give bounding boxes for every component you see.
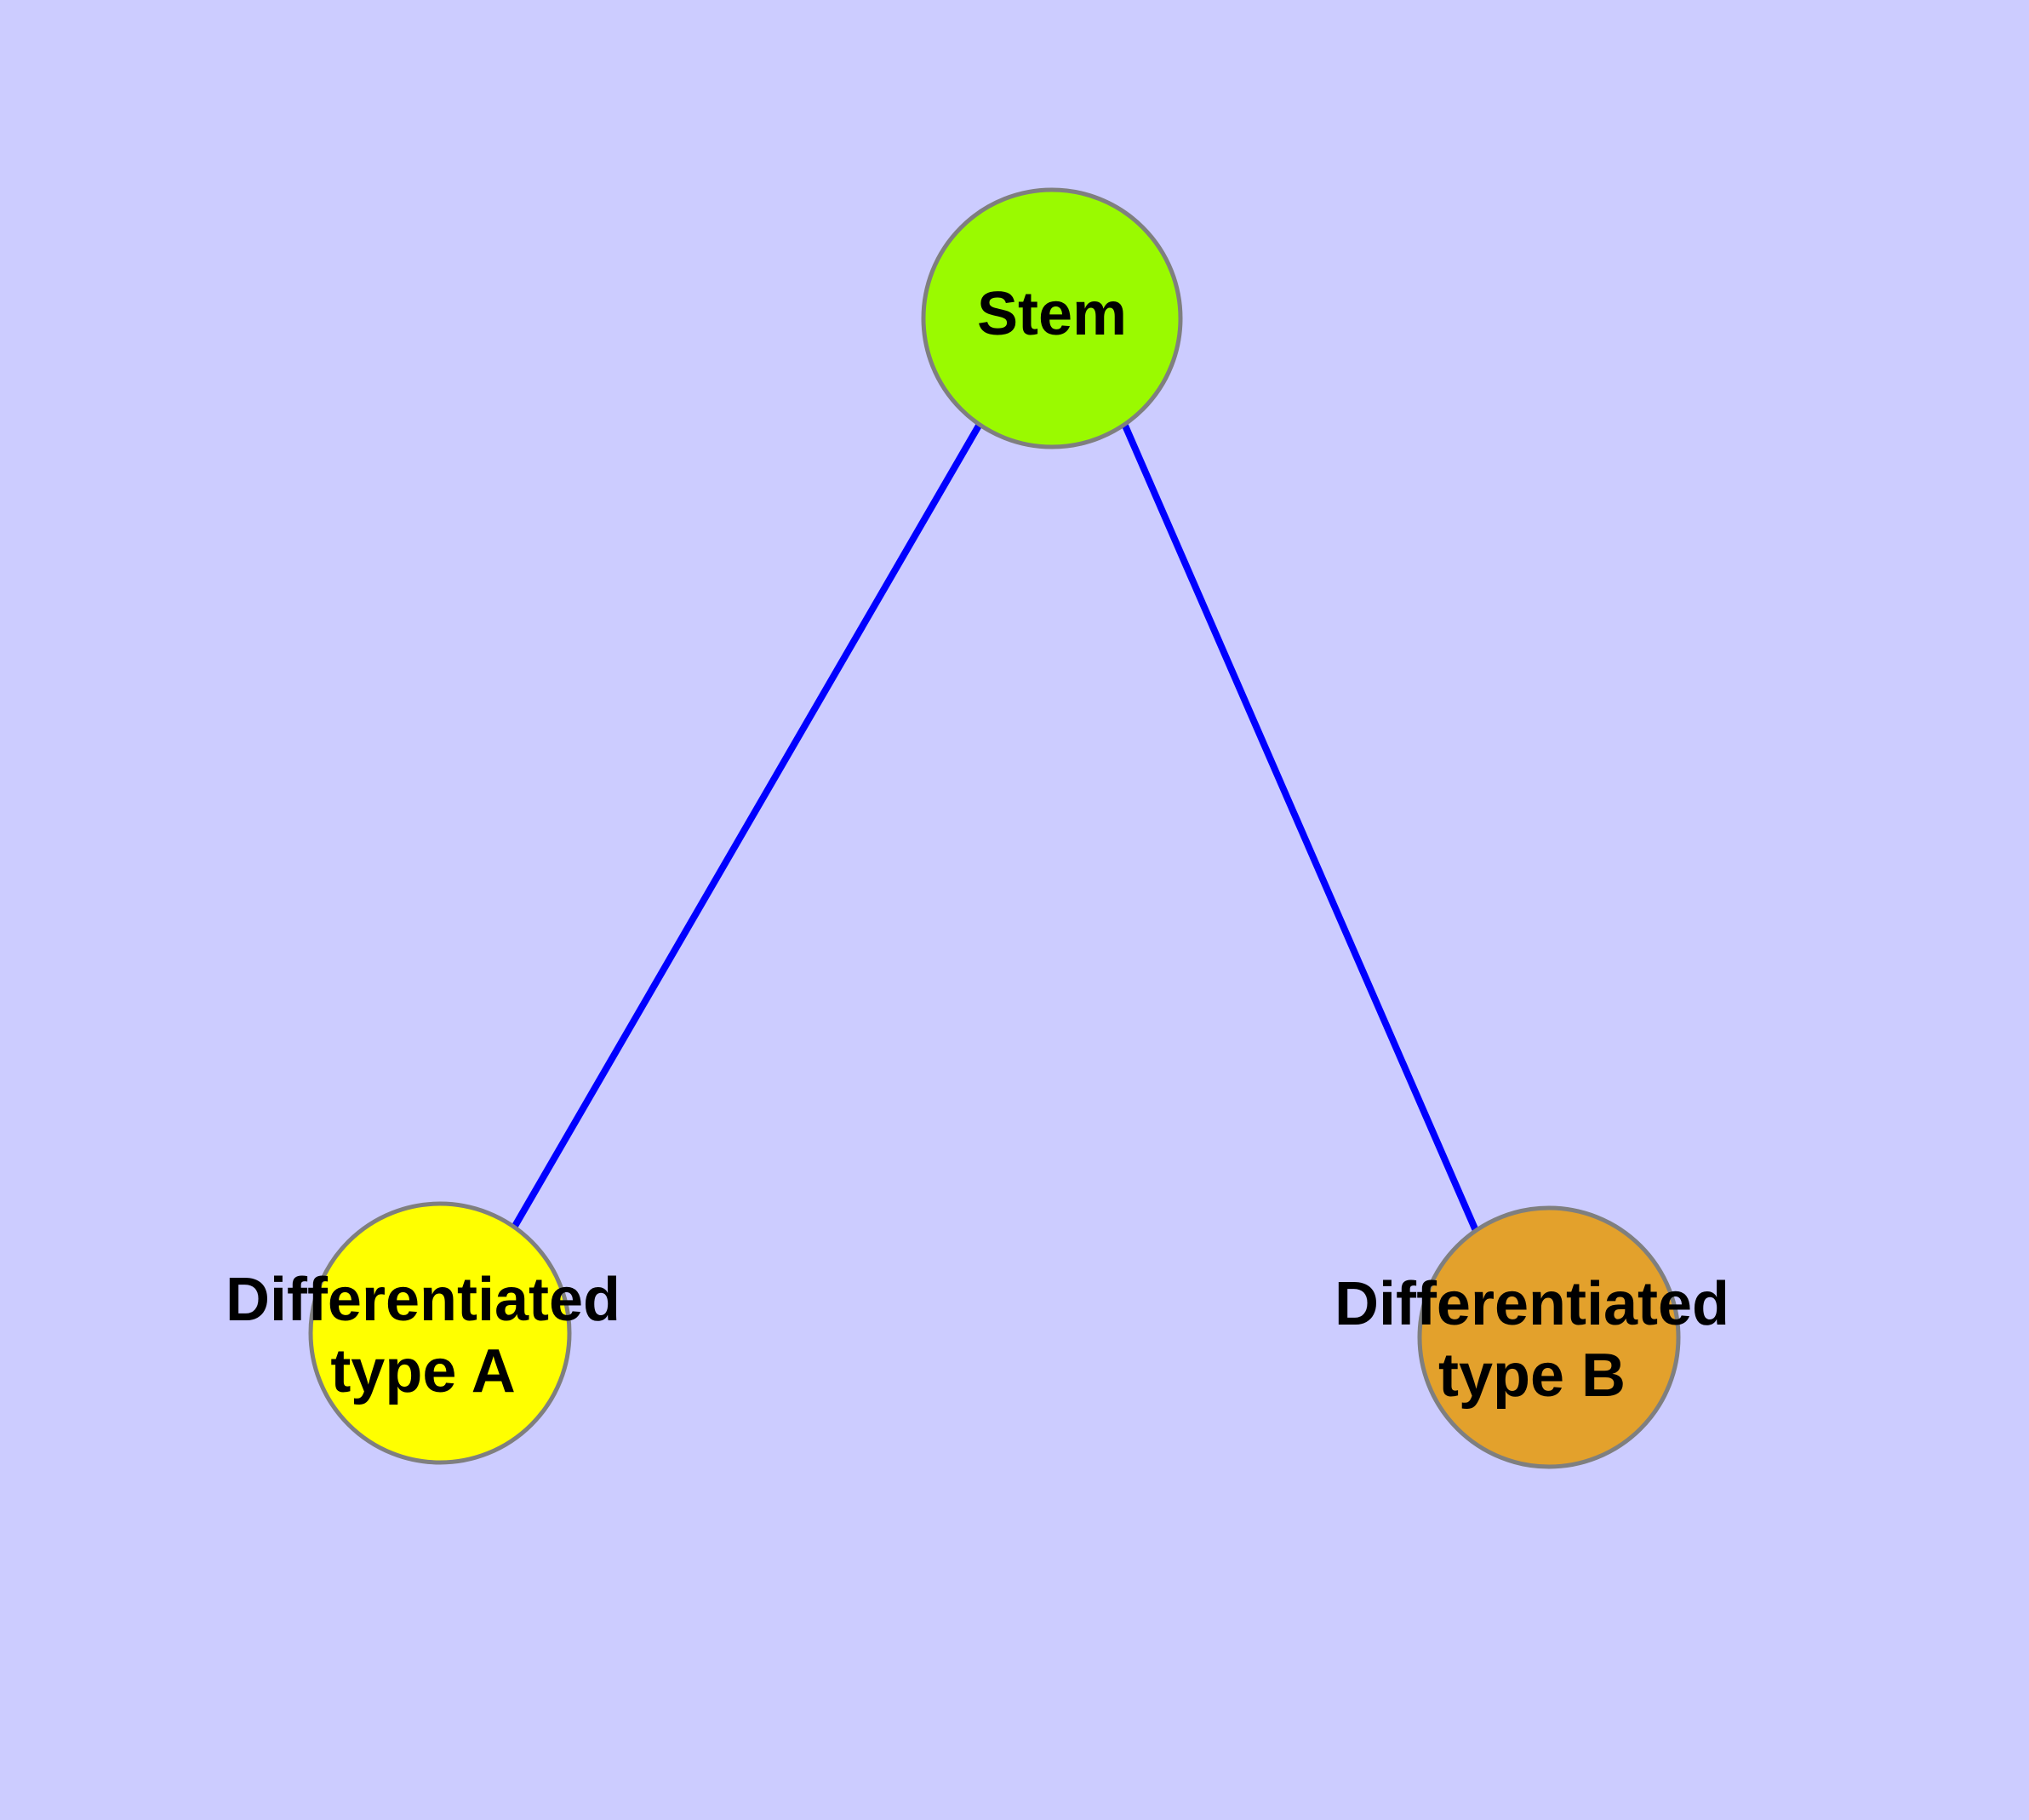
node-circle-diff-b[interactable] (1417, 1205, 1681, 1469)
node-label-stem: Stem (977, 280, 1127, 348)
edges-layer (511, 423, 1480, 1234)
node-circle-diff-a[interactable] (308, 1201, 572, 1465)
node-label-line: Differentiated (226, 1266, 620, 1334)
node-label-line: Differentiated (1335, 1270, 1729, 1338)
edge-stem-to-diff-b[interactable] (1122, 424, 1480, 1234)
node-stem[interactable]: Stem (921, 187, 1183, 449)
node-circle-stem[interactable] (921, 187, 1183, 449)
node-label-line: Stem (977, 280, 1127, 348)
node-label-line: type A (330, 1337, 515, 1405)
edge-stem-to-diff-a[interactable] (511, 423, 982, 1230)
node-label-line: type B (1438, 1342, 1626, 1410)
